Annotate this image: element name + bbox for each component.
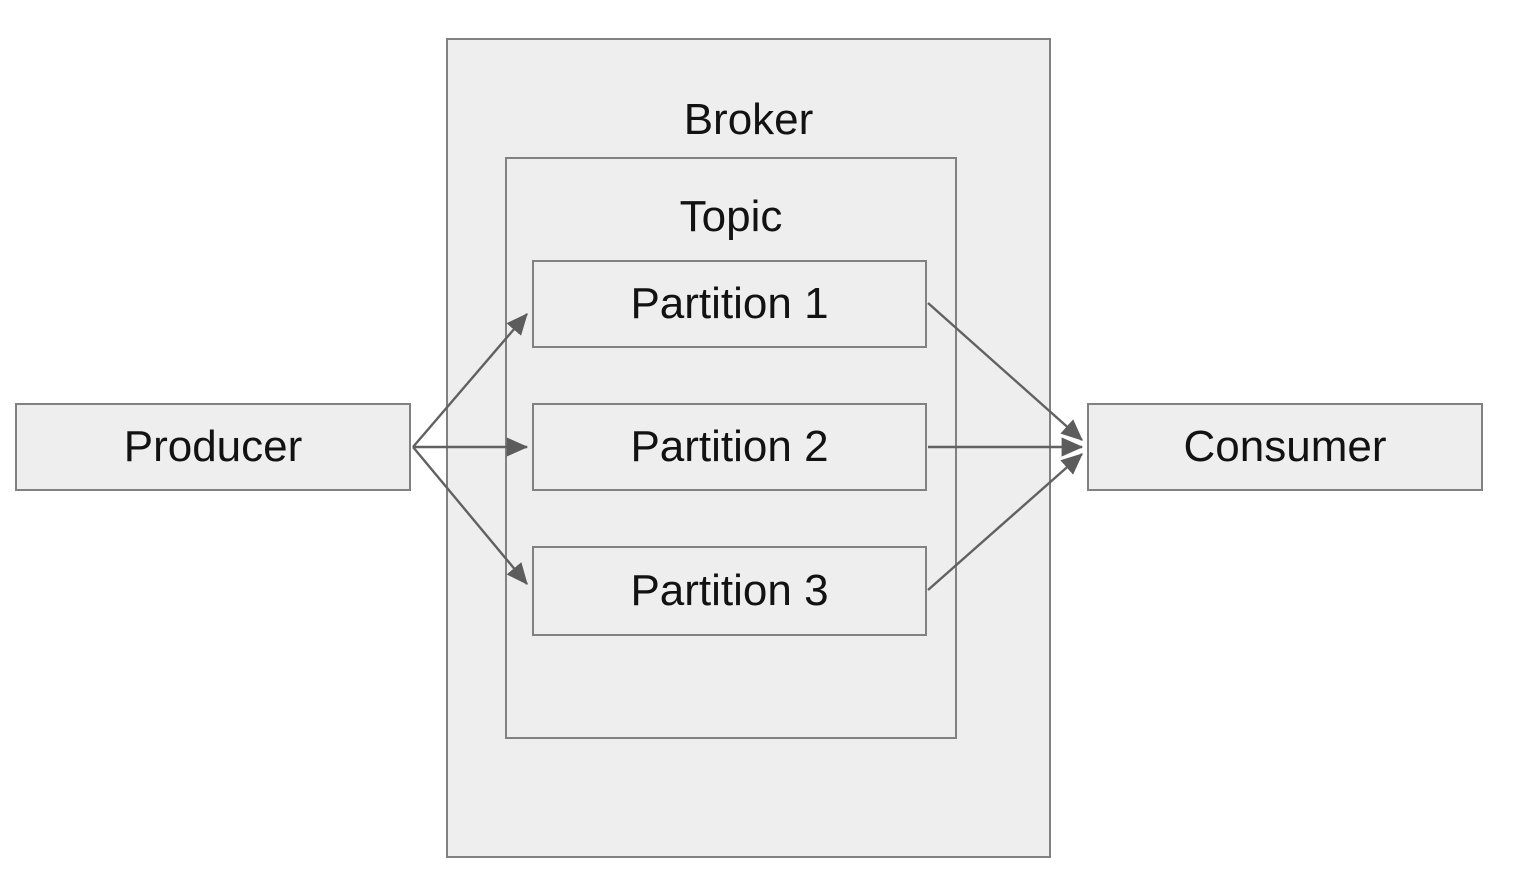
producer-label: Producer <box>123 421 303 471</box>
partition-1-box: Partition 1 <box>532 260 927 348</box>
topic-label: Topic <box>679 192 783 241</box>
partition-2-label: Partition 2 <box>630 421 829 471</box>
consumer-label: Consumer <box>1183 421 1387 471</box>
consumer-box: Consumer <box>1087 403 1483 491</box>
producer-box: Producer <box>15 403 411 491</box>
partition-3-box: Partition 3 <box>532 546 927 636</box>
partition-1-label: Partition 1 <box>630 278 829 328</box>
broker-label: Broker <box>683 95 814 144</box>
partition-3-label: Partition 3 <box>630 565 829 615</box>
partition-2-box: Partition 2 <box>532 403 927 491</box>
